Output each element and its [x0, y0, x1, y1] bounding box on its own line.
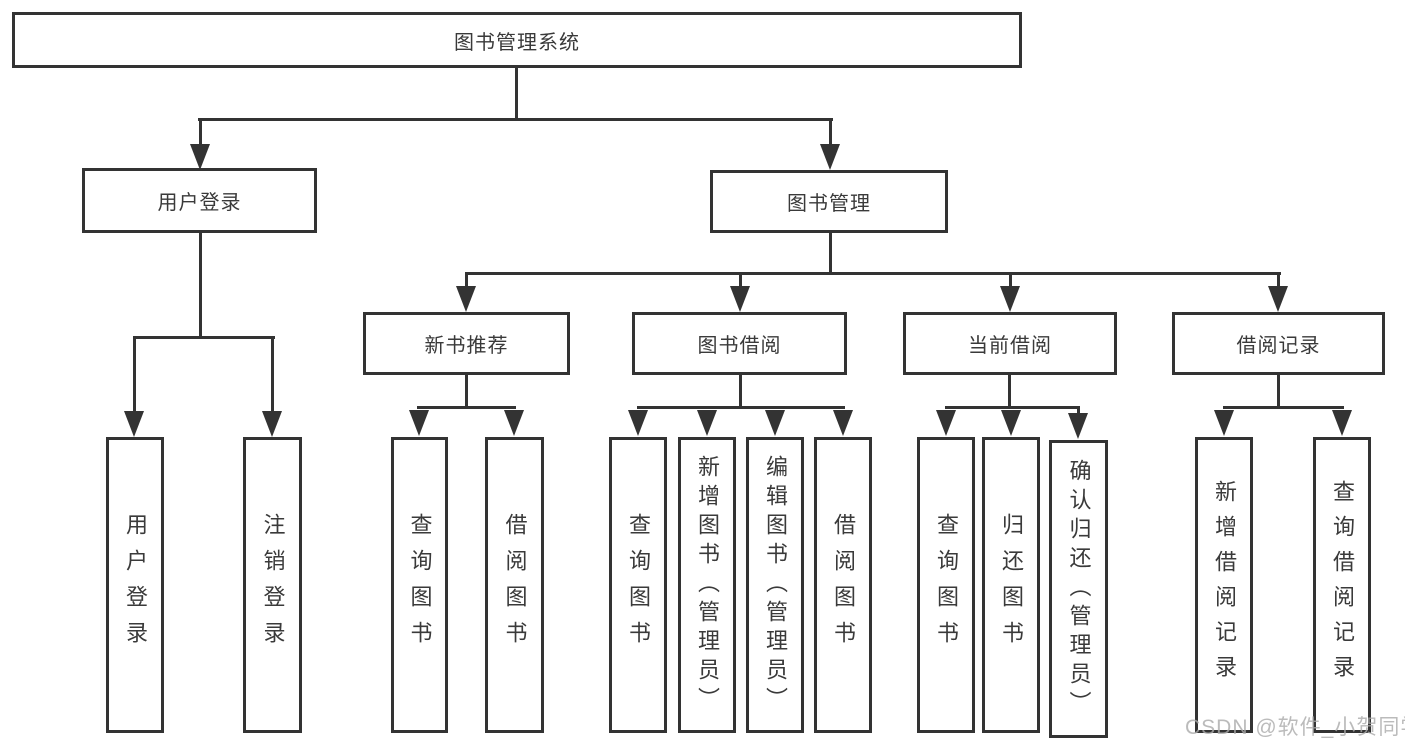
node-label: 查询图书 — [934, 513, 959, 657]
leaf-query-books-recommend: 查询图书 — [391, 437, 448, 733]
connector-line — [465, 275, 468, 288]
connector-line — [199, 233, 202, 339]
watermark: CSDN @软件_小贺同学 — [1185, 716, 1405, 739]
connector-arrow — [456, 286, 476, 312]
connector-line — [133, 339, 136, 413]
leaf-confirm-return-admin: 确认归还（管理员） — [1049, 440, 1108, 738]
node-label: 确认归还（管理员） — [1066, 458, 1092, 720]
connector-arrow — [697, 410, 717, 436]
connector-line — [945, 406, 1080, 409]
leaf-query-borrow-record: 查询借阅记录 — [1313, 437, 1371, 733]
connector-line — [1277, 275, 1280, 288]
node-label: 查询借阅记录 — [1330, 480, 1355, 690]
node-label: 新书推荐 — [424, 335, 509, 357]
node-borrow-records: 借阅记录 — [1172, 312, 1385, 375]
connector-line — [829, 121, 832, 146]
leaf-query-books-borrow: 查询图书 — [609, 437, 667, 733]
leaf-add-books-admin: 新增图书（管理员） — [678, 437, 736, 733]
node-label: 查询图书 — [407, 513, 433, 657]
connector-arrow — [1068, 413, 1088, 439]
node-label: 借阅图书 — [831, 513, 856, 657]
connector-arrow — [1214, 410, 1234, 436]
leaf-user-login: 用户登录 — [106, 437, 164, 733]
connector-line — [739, 275, 742, 288]
node-label: 归还图书 — [999, 513, 1024, 657]
connector-arrow — [1268, 286, 1288, 312]
connector-line — [417, 406, 516, 409]
node-label: 当前借阅 — [968, 335, 1052, 357]
connector-arrow — [833, 410, 853, 436]
connector-line — [1223, 406, 1344, 409]
node-new-book-recommend: 新书推荐 — [363, 312, 570, 375]
connector-line — [271, 339, 274, 413]
connector-arrow — [1000, 286, 1020, 312]
node-label: 借阅记录 — [1236, 335, 1321, 357]
node-label: 图书借阅 — [697, 335, 782, 357]
leaf-return-books: 归还图书 — [982, 437, 1040, 733]
connector-arrow — [1001, 410, 1021, 436]
node-label: 查询图书 — [626, 513, 651, 657]
node-label: 注销登录 — [260, 513, 286, 657]
connector-line — [1009, 275, 1012, 288]
connector-arrow — [1332, 410, 1352, 436]
connector-arrow — [409, 410, 429, 436]
node-book-borrow: 图书借阅 — [632, 312, 847, 375]
connector-arrow — [504, 410, 524, 436]
node-label: 新增借阅记录 — [1212, 480, 1237, 690]
node-label: 用户登录 — [123, 513, 148, 657]
node-label: 用户登录 — [157, 192, 242, 214]
leaf-borrow-books-recommend: 借阅图书 — [485, 437, 544, 733]
connector-line — [637, 406, 845, 409]
connector-line — [1077, 409, 1080, 415]
leaf-edit-books-admin: 编辑图书（管理员） — [746, 437, 804, 733]
connector-line — [1008, 375, 1011, 409]
leaf-query-books-current: 查询图书 — [917, 437, 975, 733]
connector-line — [829, 233, 832, 275]
connector-line — [1277, 375, 1280, 409]
leaf-logout: 注销登录 — [243, 437, 302, 733]
connector-arrow — [190, 144, 210, 170]
connector-line — [199, 121, 202, 146]
node-label: 图书管理系统 — [454, 31, 580, 54]
connector-arrow — [730, 286, 750, 312]
node-user-login: 用户登录 — [82, 168, 317, 233]
connector-arrow — [820, 144, 840, 170]
connector-line — [198, 118, 833, 121]
connector-line — [465, 375, 468, 409]
node-current-borrow: 当前借阅 — [903, 312, 1117, 375]
node-label: 图书管理 — [787, 193, 871, 215]
connector-line — [133, 336, 275, 339]
connector-line — [465, 272, 1281, 275]
leaf-add-borrow-record: 新增借阅记录 — [1195, 437, 1253, 733]
node-label: 编辑图书（管理员） — [763, 454, 788, 716]
leaf-borrow-books: 借阅图书 — [814, 437, 872, 733]
node-book-management: 图书管理 — [710, 170, 948, 233]
connector-line — [739, 375, 742, 409]
node-label: 新增图书（管理员） — [695, 454, 720, 716]
connector-arrow — [936, 410, 956, 436]
connector-line — [515, 68, 518, 121]
connector-arrow — [262, 411, 282, 437]
connector-arrow — [124, 411, 144, 437]
node-library-management-system: 图书管理系统 — [12, 12, 1022, 68]
connector-arrow — [628, 410, 648, 436]
node-label: 借阅图书 — [502, 513, 528, 657]
connector-arrow — [765, 410, 785, 436]
